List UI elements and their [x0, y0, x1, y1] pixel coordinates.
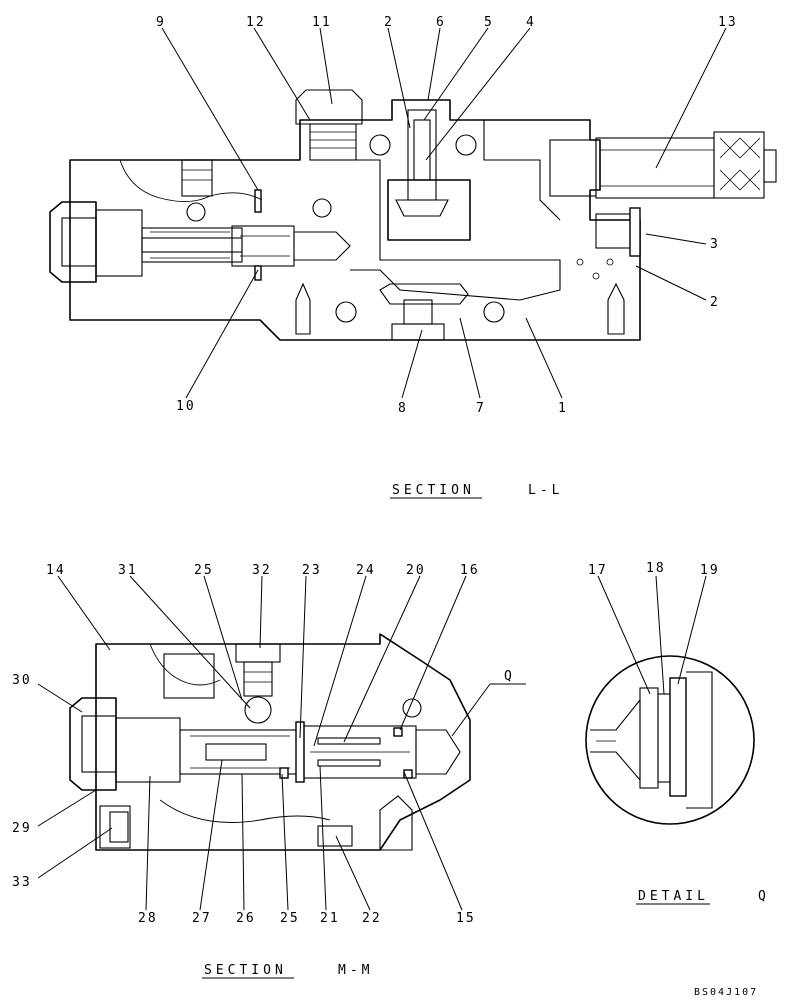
label-27: 27 [192, 911, 212, 926]
detail-q-leaders [597, 575, 707, 695]
label-10: 10 [176, 399, 196, 414]
section-ll-leaders [161, 27, 727, 399]
label-4: 4 [526, 15, 536, 30]
label-8: 8 [398, 401, 408, 416]
detail-q-title: DETAIL [638, 889, 709, 904]
label-33: 33 [12, 875, 32, 890]
label-23: 23 [302, 563, 322, 578]
label-3: 3 [710, 237, 720, 252]
label-1: 1 [558, 401, 568, 416]
label-6: 6 [436, 15, 446, 30]
label-2: 2 [384, 15, 394, 30]
detail-q-labels: 17 18 19 [588, 561, 720, 578]
label-30: 30 [12, 673, 32, 688]
label-5: 5 [484, 15, 494, 30]
label-7: 7 [476, 401, 486, 416]
section-mm-labels: 14 31 25 32 23 24 20 16 30 Q 29 33 28 27… [12, 563, 514, 926]
label-24: 24 [356, 563, 376, 578]
detail-q-caption: DETAIL Q [636, 889, 770, 905]
label-q: Q [504, 669, 514, 684]
section-mm-leaders [37, 575, 526, 911]
label-22: 22 [362, 911, 382, 926]
section-ll-drawing [49, 89, 777, 341]
section-ll-name: L-L [528, 483, 563, 498]
label-20: 20 [406, 563, 426, 578]
label-12: 12 [246, 15, 266, 30]
label-21: 21 [320, 911, 340, 926]
label-25: 25 [194, 563, 214, 578]
label-2b: 2 [710, 295, 720, 310]
section-mm-name: M-M [338, 963, 373, 978]
section-ll-labels: 9 12 11 2 6 5 4 13 3 2 10 8 7 1 [156, 15, 738, 416]
detail-q-name: Q [758, 889, 770, 904]
label-29: 29 [12, 821, 32, 836]
detail-q-drawing [585, 655, 755, 825]
label-11: 11 [312, 15, 332, 30]
label-18: 18 [646, 561, 666, 576]
label-26: 26 [236, 911, 256, 926]
label-16: 16 [460, 563, 480, 578]
section-mm-caption: SECTION M-M [202, 963, 373, 979]
label-31: 31 [118, 563, 138, 578]
label-14: 14 [46, 563, 66, 578]
section-ll-caption: SECTION L-L [390, 483, 563, 499]
label-25b: 25 [280, 911, 300, 926]
label-13: 13 [718, 15, 738, 30]
section-ll-title: SECTION [392, 483, 475, 498]
label-19: 19 [700, 563, 720, 578]
label-32: 32 [252, 563, 272, 578]
label-17: 17 [588, 563, 608, 578]
label-28: 28 [138, 911, 158, 926]
drawing-code: BS04J107 [694, 987, 758, 998]
label-15: 15 [456, 911, 476, 926]
section-mm-title: SECTION [204, 963, 287, 978]
section-mm-drawing [69, 633, 471, 851]
label-9: 9 [156, 15, 166, 30]
